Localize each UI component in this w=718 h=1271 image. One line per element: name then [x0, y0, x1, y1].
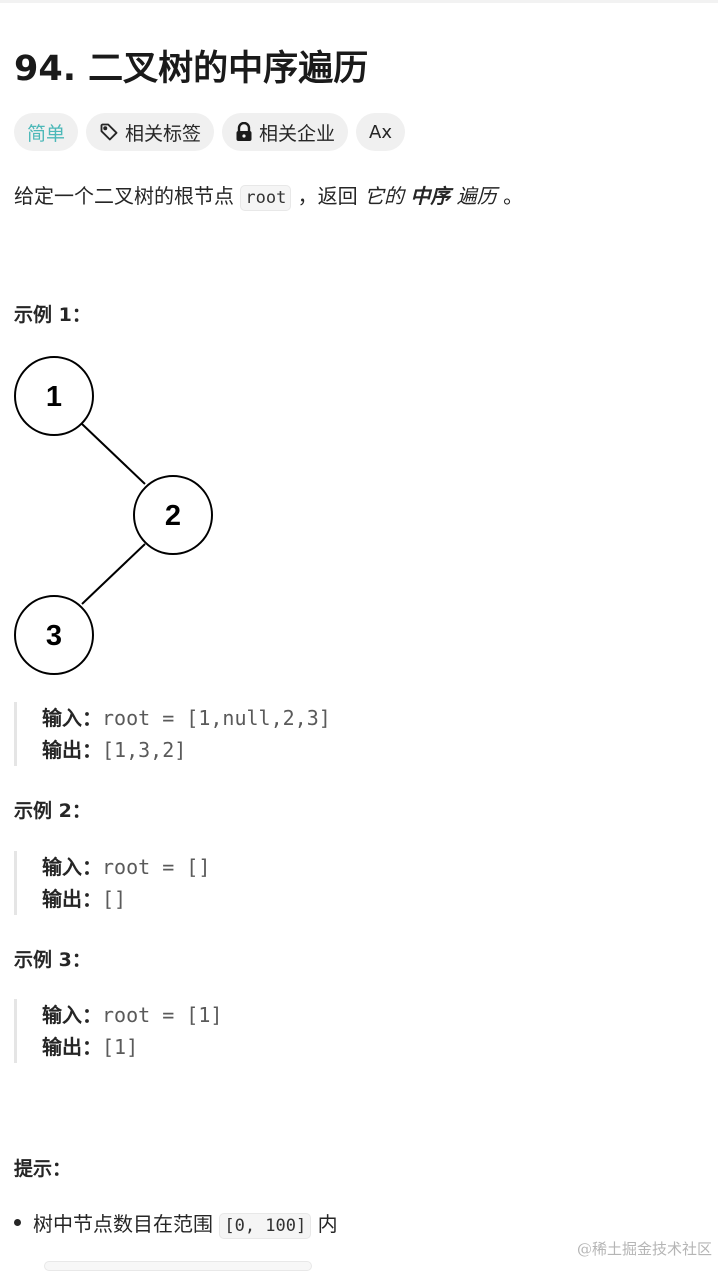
example-2-heading: 示例 2： — [14, 800, 91, 822]
related-companies-button[interactable]: 相关企业 — [222, 113, 349, 151]
svg-text:2: 2 — [165, 500, 181, 532]
tree-node: 2 — [133, 475, 213, 555]
lock-icon — [236, 122, 252, 141]
example-2-block: 输入：root = [] 输出：[] — [14, 851, 210, 915]
tree-edge — [81, 423, 146, 485]
difficulty-badge[interactable]: 简单 — [14, 113, 79, 151]
example-1-heading: 示例 1： — [14, 304, 91, 326]
tree-node: 1 — [14, 356, 94, 436]
problem-description: 给定一个二叉树的根节点 root ，返回 它的 中序 遍历 。 — [14, 182, 523, 212]
example-1-tree-diagram: 1 2 3 — [14, 356, 213, 675]
hints-heading: 提示： — [14, 1158, 72, 1180]
translate-icon: Ax — [369, 121, 393, 143]
page-title: 94. 二叉树的中序遍历 — [14, 49, 369, 89]
related-tags-button[interactable]: 相关标签 — [86, 113, 215, 151]
tree-node: 3 — [14, 595, 94, 675]
tag-icon — [100, 123, 118, 141]
top-divider — [0, 0, 718, 3]
bullet-dot — [14, 1219, 21, 1226]
hint-item: 树中节点数目在范围 [0, 100] 内 — [14, 1208, 338, 1239]
example-3-heading: 示例 3： — [14, 949, 91, 971]
svg-text:1: 1 — [46, 381, 62, 413]
partial-code-block — [44, 1261, 312, 1271]
example-1-block: 输入：root = [1,null,2,3] 输出：[1,3,2] — [14, 702, 331, 766]
tree-edge — [81, 543, 146, 605]
translate-button[interactable]: Ax — [356, 113, 406, 151]
watermark: @稀土掘金技术社区 — [576, 1240, 712, 1258]
svg-text:3: 3 — [46, 620, 62, 652]
tag-bar: 简单 相关标签 相关企业 Ax — [14, 113, 406, 151]
example-3-block: 输入：root = [1] 输出：[1] — [14, 999, 222, 1063]
